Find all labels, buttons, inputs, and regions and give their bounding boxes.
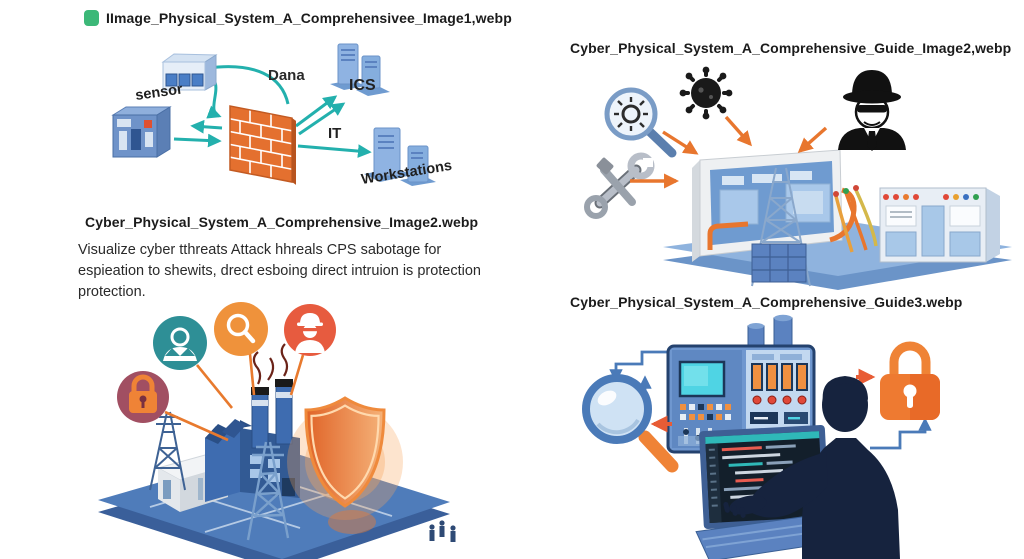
magnifier-badge [214, 302, 268, 356]
q3-factory-protection-image[interactable] [55, 288, 470, 559]
virus-magnifier-icon [604, 87, 677, 158]
q4-filename: Cyber_Physical_System_A_Comprehensive_Gu… [570, 294, 963, 310]
q4-analyst-image[interactable] [558, 314, 1024, 559]
tiny-figures [429, 520, 456, 542]
dana-label: Dana [268, 67, 305, 84]
workstations-icon [364, 127, 436, 186]
code-lines [721, 444, 796, 507]
q3-caption: Visualize cyber tthreats Attack hhreals … [78, 240, 481, 303]
q3-filename: Cyber_Physical_System_A_Comprehensive_Im… [85, 214, 479, 230]
q2-filename: Cyber_Physical_System_A_Comprehensive_Gu… [570, 40, 1012, 56]
firewall-icon [229, 105, 296, 185]
hacker-icon [838, 70, 906, 151]
control-wall-panel [692, 149, 843, 262]
q3-caption-line3: protection. [78, 284, 146, 300]
virus-icon [679, 66, 733, 120]
shield-icon [287, 396, 403, 534]
attack-arrows [630, 115, 828, 189]
q1-filename: IImage_Physical_System_A_Comprehensivee_… [106, 10, 512, 26]
tower-base [751, 243, 807, 283]
tower-base-lattice [752, 244, 806, 282]
q4-orange-arrows [650, 368, 876, 433]
threat-lines [164, 353, 305, 442]
analyst-silhouette [723, 376, 900, 559]
padlock-icon [880, 341, 940, 420]
ics-servers-icon [330, 43, 390, 96]
hacker-badge [284, 304, 336, 356]
magnifier-icon [582, 374, 679, 473]
q3-caption-line2: espieation to shewits, drect esboing dir… [78, 263, 481, 279]
q3-caption-line1: Visualize cyber tthreats Attack hhreals … [78, 242, 442, 258]
chimneys [251, 343, 293, 449]
person-badge [153, 316, 207, 370]
sensor-label: sensor [134, 81, 184, 104]
controller-device-icon [111, 106, 172, 158]
q1-filename-row: IImage_Physical_System_A_Comprehensivee_… [84, 10, 512, 26]
sensor-device-icon [161, 53, 218, 91]
padlock-badge [117, 371, 169, 423]
pylon-center [246, 441, 290, 541]
tools-icon [584, 152, 655, 219]
q1-network-diagram-image[interactable]: sensor Dana [88, 36, 470, 206]
ics-label: ICS [349, 77, 376, 94]
q2-threats-image[interactable] [563, 55, 1024, 295]
control-cabinet [879, 187, 1000, 263]
it-label: IT [328, 125, 341, 142]
file-icon [84, 10, 99, 26]
cables [707, 185, 878, 253]
